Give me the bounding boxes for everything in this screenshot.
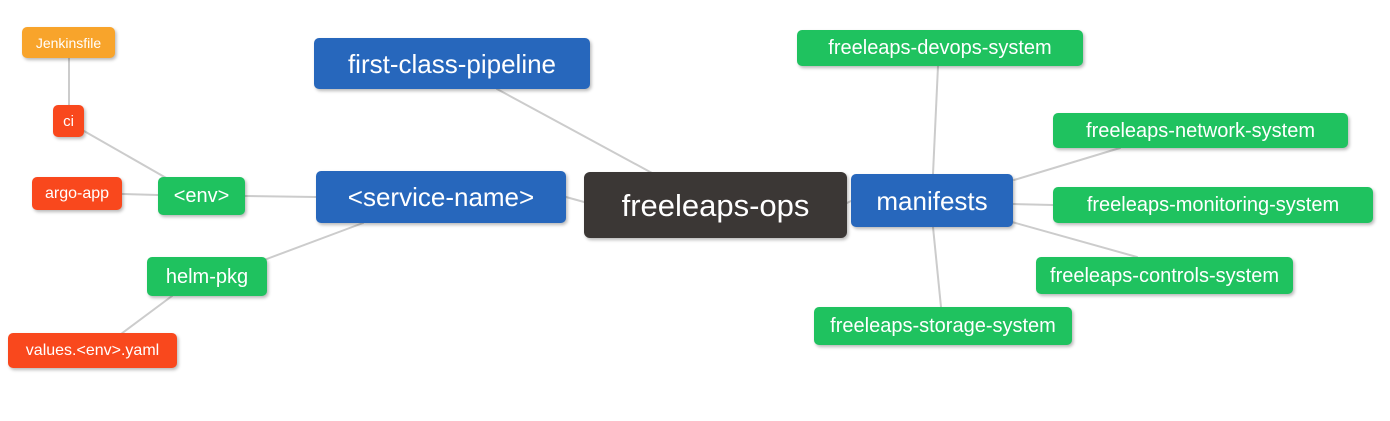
edge-env-to-service-name <box>244 195 317 198</box>
node-values-env-yaml[interactable]: values.<env>.yaml <box>8 333 177 368</box>
node-devops-system[interactable]: freeleaps-devops-system <box>797 30 1083 66</box>
edge-argo-app-to-env <box>121 193 159 196</box>
node-argo-app[interactable]: argo-app <box>32 177 122 210</box>
edge-manifests-to-devops-system <box>932 65 939 175</box>
edge-manifests-to-monitoring-system <box>1012 203 1054 206</box>
node-storage-system[interactable]: freeleaps-storage-system <box>814 307 1072 345</box>
node-env[interactable]: <env> <box>158 177 245 215</box>
edge-service-name-to-freeleaps-ops <box>565 196 585 203</box>
edge-manifests-to-storage-system <box>932 226 942 308</box>
edge-manifests-to-controls-system <box>1011 221 1138 258</box>
node-jenkinsfile[interactable]: Jenkinsfile <box>22 27 115 58</box>
node-service-name[interactable]: <service-name> <box>316 171 566 223</box>
node-manifests[interactable]: manifests <box>851 174 1013 227</box>
node-ci[interactable]: ci <box>53 105 84 137</box>
node-helm-pkg[interactable]: helm-pkg <box>147 257 267 296</box>
edge-first-class-pipeline-to-freeleaps-ops <box>496 88 653 174</box>
node-first-class-pipeline[interactable]: first-class-pipeline <box>314 38 590 89</box>
edge-service-name-to-helm-pkg <box>263 222 364 261</box>
edge-manifests-to-network-system <box>1013 147 1121 181</box>
node-controls-system[interactable]: freeleaps-controls-system <box>1036 257 1293 294</box>
node-freeleaps-ops[interactable]: freeleaps-ops <box>584 172 847 238</box>
node-monitoring-system[interactable]: freeleaps-monitoring-system <box>1053 187 1373 223</box>
edge-helm-pkg-to-values-env-yaml <box>120 295 173 335</box>
edge-ci-to-env <box>83 130 169 180</box>
node-network-system[interactable]: freeleaps-network-system <box>1053 113 1348 148</box>
